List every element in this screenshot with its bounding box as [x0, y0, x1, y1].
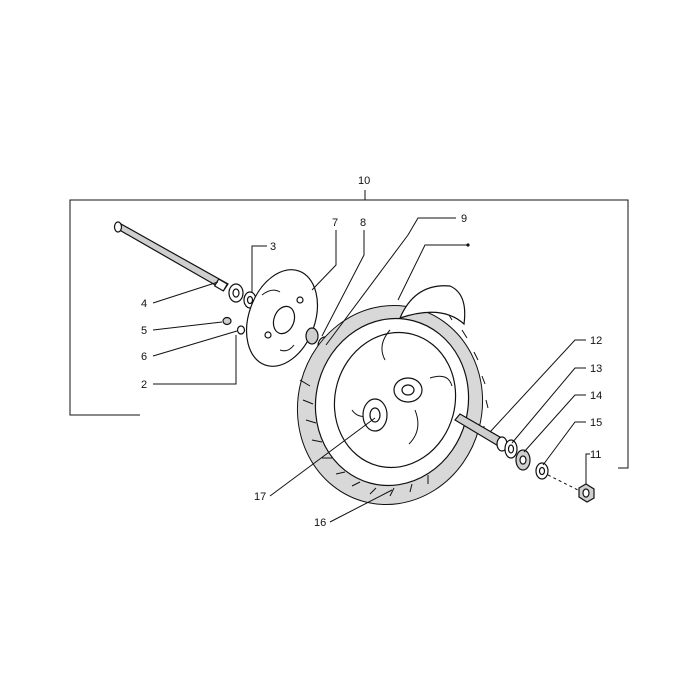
label-17: 17 [254, 491, 266, 503]
part-labels: 10 3 7 8 9 4 5 6 2 12 13 14 15 11 17 16 [141, 175, 602, 529]
label-3: 3 [270, 241, 276, 253]
seal-ring [504, 439, 518, 459]
axis-dash-line [547, 474, 579, 491]
brake-plate [245, 269, 319, 367]
label-2: 2 [141, 379, 147, 391]
label-8: 8 [360, 217, 366, 229]
leader-lines [152, 217, 590, 523]
assembly-bracket [69, 190, 629, 469]
leader-dot [466, 243, 470, 247]
label-5: 5 [141, 325, 147, 337]
label-12: 12 [590, 335, 602, 347]
label-14: 14 [590, 390, 602, 402]
label-16: 16 [314, 517, 326, 529]
label-4: 4 [141, 298, 147, 310]
plate-bolt [222, 316, 246, 335]
axle [113, 221, 229, 292]
label-15: 15 [590, 417, 602, 429]
label-6: 6 [141, 351, 147, 363]
washer [535, 462, 549, 480]
label-11: 11 [590, 449, 601, 461]
label-13: 13 [590, 363, 602, 375]
label-10: 10 [358, 175, 370, 187]
label-7: 7 [332, 217, 338, 229]
label-9: 9 [461, 213, 467, 225]
axle-nut [578, 483, 595, 503]
wheel-bearing [515, 449, 531, 471]
